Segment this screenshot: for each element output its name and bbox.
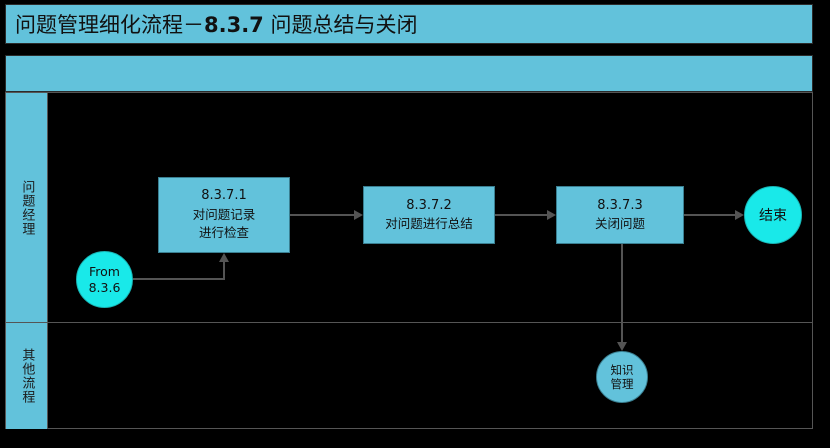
process-label-8-3-7-1-line2: 对问题记录 (192, 207, 256, 223)
connector-from-to-proc1-vertical (223, 262, 225, 280)
process-box-8-3-7-3[interactable]: 8.3.7.3 关闭问题 (556, 186, 684, 244)
connector-proc3-to-end (684, 214, 735, 216)
diagram-title-bar: 问题管理细化流程－8.3.7 问题总结与关闭 (5, 4, 813, 44)
node-from-line2: 8.3.6 (88, 279, 121, 295)
arrowhead-into-knowledge (617, 342, 627, 351)
connector-proc3-to-knowledge (621, 244, 623, 344)
process-label-8-3-7-3-line2: 关闭问题 (594, 216, 645, 232)
lane-other-process: 其他流程 (6, 323, 812, 429)
process-code-8-3-7-2: 8.3.7.2 (406, 197, 452, 213)
connector-proc1-to-proc2 (290, 214, 354, 216)
title-suffix: 问题总结与关闭 (263, 13, 418, 37)
connector-from-to-proc1-horizontal (133, 278, 225, 280)
process-label-8-3-7-1-line3: 进行检查 (198, 225, 249, 241)
process-code-8-3-7-1: 8.3.7.1 (201, 188, 247, 204)
lane-label-other-process: 其他流程 (19, 348, 35, 404)
lane-problem-manager: 问题经理 (6, 93, 812, 323)
title-prefix: 问题管理细化流程－ (15, 13, 204, 37)
node-knowledge-management[interactable]: 知识 管理 (596, 351, 648, 403)
connector-proc2-to-proc3 (495, 214, 547, 216)
arrowhead-into-proc2 (354, 210, 363, 220)
lane-header-other-process: 其他流程 (6, 323, 48, 429)
page-title: 问题管理细化流程－8.3.7 问题总结与关闭 (15, 9, 417, 39)
process-box-8-3-7-1[interactable]: 8.3.7.1 对问题记录 进行检查 (158, 177, 290, 253)
arrowhead-into-end (735, 210, 744, 220)
title-code: 8.3.7 (204, 13, 264, 37)
swimlane-pool: 问题经理 其他流程 (5, 92, 813, 429)
node-knowledge-line2: 管理 (610, 377, 634, 391)
lane-label-problem-manager: 问题经理 (19, 179, 35, 236)
lane-header-problem-manager: 问题经理 (6, 93, 48, 322)
process-label-8-3-7-2-line2: 对问题进行总结 (385, 216, 473, 232)
node-end[interactable]: 结束 (744, 186, 802, 244)
node-from-reference[interactable]: From 8.3.6 (76, 251, 133, 308)
header-band (5, 55, 813, 92)
process-box-8-3-7-2[interactable]: 8.3.7.2 对问题进行总结 (363, 186, 495, 244)
process-code-8-3-7-3: 8.3.7.3 (597, 197, 643, 213)
arrowhead-into-proc3 (547, 210, 556, 220)
node-end-label: 结束 (759, 208, 787, 224)
node-knowledge-line1: 知识 (610, 362, 634, 377)
node-from-line1: From (89, 263, 120, 279)
arrowhead-into-proc1 (219, 253, 229, 262)
